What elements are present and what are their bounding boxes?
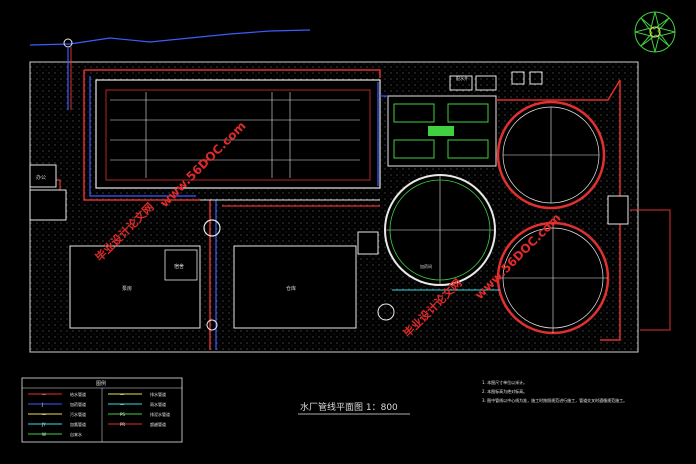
legend-label: 给水管道 xyxy=(70,391,86,397)
legend-label: 污水管道 xyxy=(70,411,86,417)
legend-label-2: 雨水管道 xyxy=(150,401,166,407)
legend-table: — 给水管道 — 排水管道 J 加药管道 — 雨水管道 — 污水管道 PS 排泥水管道 JY 加氯管道 PR… xyxy=(21,377,183,443)
legend-label: 加药管道 xyxy=(70,401,86,407)
legend-label: 自来水 xyxy=(70,431,82,437)
legend-label-2: 超越管道 xyxy=(150,421,166,427)
legend-symbol-2: — xyxy=(120,402,124,407)
note-line: 2. 本图标高为绝对标高。 xyxy=(482,388,527,394)
legend-symbol: — xyxy=(42,392,46,397)
filter-house xyxy=(387,71,543,167)
round-tank-bottom xyxy=(496,221,610,335)
small-building-left xyxy=(29,164,67,221)
compass-rose-icon xyxy=(634,11,676,53)
building-label-dosing: 加药间 xyxy=(420,263,432,269)
legend-header: 图例 xyxy=(96,380,106,387)
legend-symbol: — xyxy=(42,412,46,417)
building-label-pump: 泵房 xyxy=(122,285,132,292)
drawing-title: 水厂管线平面图 1：800 xyxy=(300,401,398,413)
legend-symbol: W xyxy=(42,432,46,437)
legend-symbol-2: PS xyxy=(120,412,125,417)
legend-symbol: J xyxy=(41,402,43,407)
building-label-office: 办公 xyxy=(36,174,46,181)
legend-label-2: 排泥水管道 xyxy=(150,411,170,417)
legend-label: 加氯管道 xyxy=(70,421,86,427)
building-label-well: 配水井 xyxy=(456,75,468,81)
building-label-store: 仓库 xyxy=(286,285,296,292)
legend-label-2: 排水管道 xyxy=(150,391,166,397)
note-line: 1. 本图尺寸单位以米计。 xyxy=(482,379,527,385)
legend-symbol-2: PR xyxy=(120,422,125,427)
legend-symbol-2: — xyxy=(120,392,124,397)
pump-building xyxy=(233,245,357,329)
notes-block: 1. 本图尺寸单位以米计。 2. 本图标高为绝对标高。 3. 图中管线以中心线为准，… xyxy=(482,379,627,403)
round-tank-top xyxy=(496,100,606,210)
office-building xyxy=(69,245,201,329)
note-line: 3. 图中管线以中心线为准，施工时按照规范进行施工，管道交叉时遵循规范施工。 xyxy=(482,397,627,403)
store-building xyxy=(357,195,629,321)
pipe-network xyxy=(40,69,671,350)
round-tank-left xyxy=(384,174,496,286)
building-label-dorm: 宿舍 xyxy=(174,263,184,270)
legend-symbol: JY xyxy=(41,422,46,427)
sedimentation-tank xyxy=(95,79,381,189)
river-line xyxy=(29,29,311,110)
